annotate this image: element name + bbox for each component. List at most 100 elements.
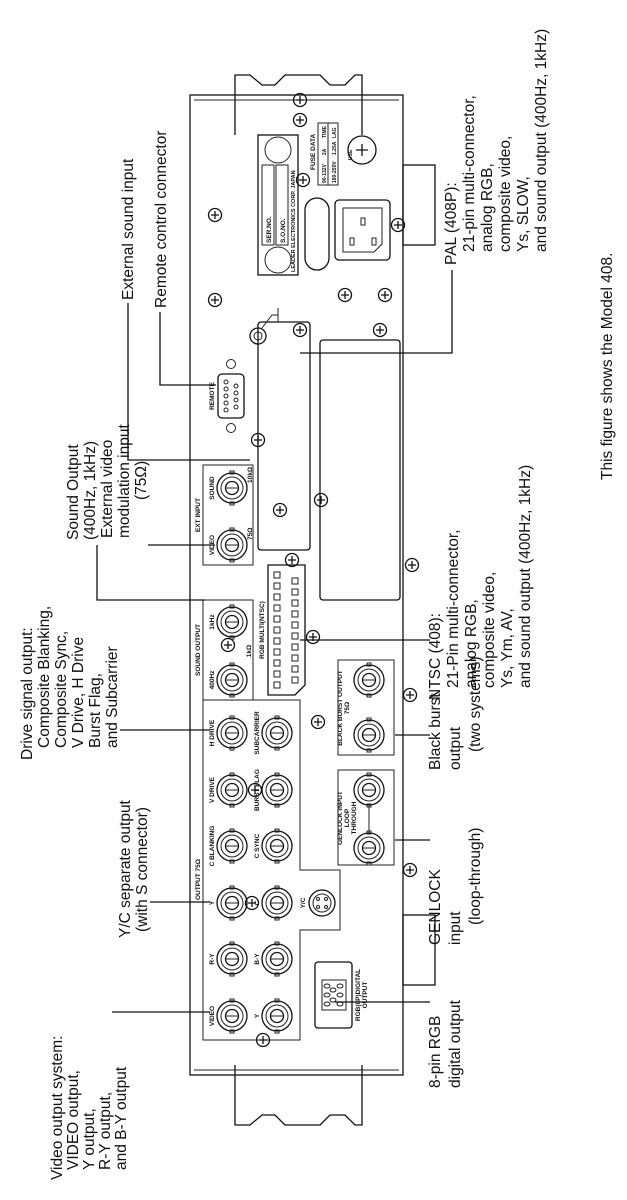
screw-icon (404, 557, 420, 573)
remote-label: REMOTE (209, 381, 216, 409)
screw-icon (250, 432, 266, 448)
screw-icon (377, 287, 393, 303)
remote-connector (217, 359, 245, 433)
screw-icon (402, 687, 418, 703)
rgb-multi-label: RGB MULTI(NTSC) (259, 601, 266, 659)
pin (273, 659, 281, 667)
black-burst-box (337, 659, 395, 756)
panel-labels: VIDEO Y R-Y B-Y Y C Y/C OUTPUT 75Ω C BLA… (195, 381, 369, 1026)
screw-icon (220, 637, 236, 653)
output-75-label: OUTPUT 75Ω (195, 859, 202, 900)
pin (273, 648, 281, 656)
c-sync-label: C SYNC (254, 833, 261, 858)
screw-icon (313, 492, 329, 508)
pin (291, 610, 299, 618)
sound-1khz-bnc (216, 604, 248, 640)
figure-caption: This figure shows the Model 408. (599, 253, 616, 480)
c-blanking-label: C BLANKING (209, 826, 216, 867)
pin (223, 386, 229, 392)
screw-icon (247, 782, 263, 798)
ext-sound-impedance-label: 10kΩ (247, 467, 254, 483)
screw-icon (207, 207, 223, 223)
screw-icon (292, 322, 308, 338)
pin (233, 383, 239, 389)
pin (273, 615, 281, 623)
screw-icon (284, 552, 300, 568)
output-y-bnc (216, 885, 248, 921)
ser-no-label: SER.NO. (266, 216, 273, 243)
ext-input-label: EXT INPUT (195, 498, 202, 532)
genlock-panel-label: LOOP (344, 808, 351, 827)
screw-icon (305, 629, 321, 645)
ext-video-bnc (216, 527, 248, 563)
serial-plate: SER.NO. S.O.NO. LEADER ELECTRONICS CORP.… (257, 134, 299, 276)
burst-flag-label: BURST FLAG (254, 769, 261, 811)
pin (336, 992, 344, 998)
callout-ntsc: NTSC (408): 21-Pin multi-connector, anal… (427, 465, 534, 700)
pin (223, 379, 229, 385)
callout-genlock: GENLOCK input (loop-through) (427, 828, 484, 945)
rgb-digital-label: OUTPUT (362, 982, 369, 1009)
pin (291, 654, 299, 662)
pin (291, 621, 299, 629)
fuse-row-current: 2A (322, 148, 328, 155)
c-blanking-bnc (216, 828, 248, 864)
pin (233, 390, 239, 396)
ground-terminal (249, 308, 279, 345)
output-c-bnc (261, 885, 293, 921)
400hz-label: 400Hz (209, 670, 216, 690)
pin (273, 582, 281, 590)
black-burst-2-bnc (353, 662, 385, 698)
screw-icon (292, 92, 308, 108)
output-c-label: C (254, 900, 261, 905)
genlock-through-bnc (353, 772, 385, 808)
pin (223, 393, 229, 399)
maker-label: LEADER ELECTRONICS CORP. JAPAN (291, 170, 297, 272)
sound-output-label: SOUND OUTPUT (195, 624, 202, 676)
power-inlet (334, 199, 391, 261)
chassis: SER.NO. S.O.NO. LEADER ELECTRONICS CORP.… (189, 74, 436, 1126)
rgb-multi-connector (267, 564, 306, 696)
subcarrier-label: SUBCARRIER (254, 711, 261, 755)
pin (291, 665, 299, 673)
screw-icon (295, 172, 311, 188)
c-sync-bnc (261, 828, 293, 864)
subcarrier-bnc (261, 715, 293, 751)
ry-jack-label: R-Y (209, 953, 216, 965)
callout-yc-output: Y/C separate output (with S connector) (117, 796, 151, 938)
s-video-connector (308, 889, 336, 917)
pin (291, 599, 299, 607)
screw-icon (255, 1032, 271, 1048)
fuse-row-voltage: 90-132V (322, 163, 328, 183)
by-bnc (261, 941, 293, 977)
sound-output-box (202, 599, 254, 701)
video-output-box (202, 699, 341, 1041)
fuse-holder: USE (347, 135, 377, 165)
leader-lines (96, 270, 453, 1013)
screw-icon (272, 502, 288, 518)
callout-black-burst: Black burst output (two systems) (427, 656, 484, 770)
genlock-box (337, 769, 395, 866)
callout-rgb-digital: 8-pin RGB digital output (427, 999, 464, 1088)
fuse-row-voltage: 180-250V (332, 161, 338, 183)
screw-icon (244, 895, 260, 911)
callout-sound-output: Sound Output (400Hz, 1kHz) (65, 440, 99, 540)
pin (291, 676, 299, 684)
callout-ext-video: External video modulation input (75Ω) (99, 420, 150, 538)
callout-ext-sound: External sound input (120, 158, 137, 300)
so-no-label: S.O.NO. (280, 218, 287, 243)
pin (291, 577, 299, 585)
screw-icon (310, 714, 326, 730)
genlock-bnc (353, 830, 385, 866)
h-drive-bnc (216, 715, 248, 751)
sound-impedance-label: 1kΩ (246, 645, 253, 657)
black-burst-panel-label: BLACK BURST OUTPUT (337, 670, 344, 745)
pin (273, 670, 281, 678)
callout-remote: Remote control connector (153, 131, 170, 308)
genlock-panel-label: THROUGH (351, 801, 358, 834)
pal-blank-plate (319, 339, 401, 601)
pin (273, 571, 281, 579)
ext-sound-bnc (216, 470, 248, 506)
